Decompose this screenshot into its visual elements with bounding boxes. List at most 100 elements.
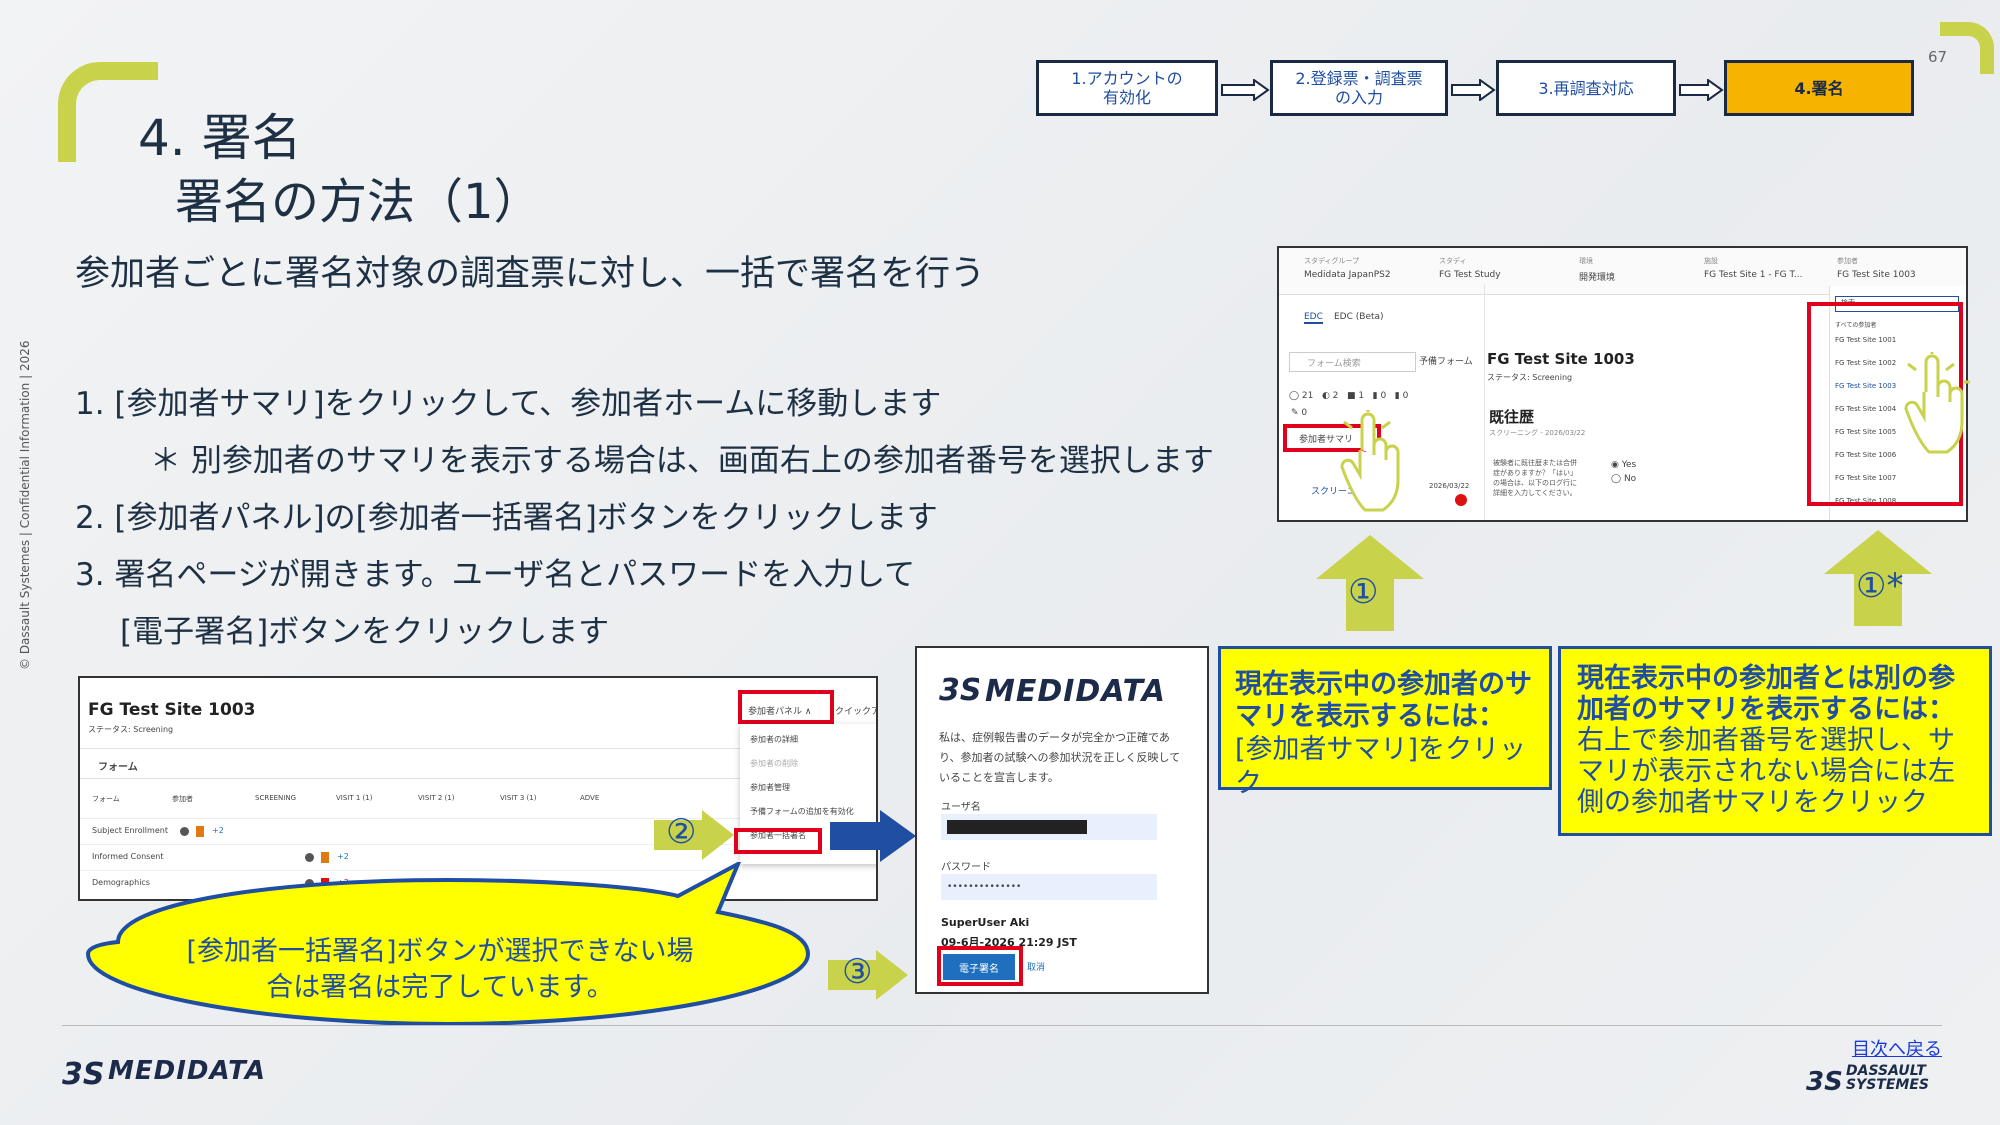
- process-step-3: 3.再調査対応: [1496, 60, 1676, 116]
- cancel-link[interactable]: 取消: [1027, 963, 1046, 973]
- menu-item[interactable]: 参加者一括署名: [750, 831, 806, 840]
- quick-action-button[interactable]: クイックア: [835, 707, 878, 717]
- dropdown-subject-item[interactable]: FG Test Site 1008: [1835, 497, 1897, 505]
- password-field[interactable]: ••••••••••••••: [941, 874, 1157, 900]
- radio-no[interactable]: ◯ No: [1611, 474, 1637, 484]
- menu-item[interactable]: 予備フォームの追加を有効化: [750, 807, 854, 816]
- footer-medidata-logo: MEDIDATA: [108, 1056, 266, 1086]
- form-status-icon: [321, 852, 329, 863]
- esignature-screenshot: 3S MEDIDATA 私は、症例報告書のデータが完全かつ正確であり、参加者の試…: [915, 646, 1209, 994]
- signer-name: SuperUser Aki: [941, 916, 1030, 929]
- form-status-icon: [196, 826, 204, 837]
- step-3-cont: [電子署名]ボタンをクリックします: [120, 614, 610, 650]
- filter-study[interactable]: FG Test Study: [1439, 270, 1501, 280]
- note-text: 現在表示中の参加者のサマリを表示するには：: [1235, 669, 1532, 732]
- up-arrow-icon: [1824, 530, 1932, 626]
- back-to-contents-link[interactable]: 目次へ戻る: [1852, 1039, 1942, 1060]
- callout-number-1-star: ①*: [1856, 566, 1904, 606]
- divider: [80, 748, 876, 749]
- menu-item[interactable]: 参加者の詳細: [750, 735, 798, 744]
- form-row-name[interactable]: Informed Consent: [92, 852, 164, 861]
- process-arrow-icon: [1221, 79, 1270, 101]
- password-value: ••••••••••••••: [947, 882, 1022, 892]
- process-arrow-icon: [1451, 79, 1496, 101]
- next-arrow-icon: [830, 810, 916, 862]
- filter-study-group[interactable]: Medidata JapanPS2: [1304, 270, 1391, 280]
- note-text: 右上で参加者番号を選択し、サマリが表示されない場合には左側の参加者サマリをクリッ…: [1577, 725, 1955, 818]
- unscheduled-forms-button[interactable]: 予備フォーム: [1419, 357, 1473, 367]
- svg-text:3S: 3S: [939, 673, 979, 708]
- callout-number-3: ③: [842, 952, 873, 992]
- dropdown-subject-item[interactable]: FG Test Site 1007: [1835, 474, 1897, 482]
- sign-date: 09-6月-2026 21:29 JST: [941, 936, 1077, 949]
- dassault-logo-line2: SYSTEMES: [1846, 1077, 1929, 1093]
- column-header: VISIT 2 (1): [418, 794, 455, 802]
- dropdown-subject-item[interactable]: FG Test Site 1002: [1835, 359, 1897, 367]
- visit-link[interactable]: スクリーニング: [1311, 487, 1375, 497]
- 3ds-logo-icon: 3S: [62, 1057, 104, 1092]
- process-step-4-active: 4.署名: [1724, 60, 1914, 116]
- radio-yes[interactable]: ◉ Yes: [1611, 460, 1637, 470]
- dropdown-subject-item[interactable]: FG Test Site 1006: [1835, 451, 1897, 459]
- rave-form-screenshot: FG Test Site 1003 ステータス: Screening 参加者パネ…: [78, 676, 878, 901]
- svg-text:3S: 3S: [62, 1057, 104, 1092]
- tab-edc-beta[interactable]: EDC (Beta): [1334, 312, 1384, 322]
- username-field[interactable]: [941, 814, 1157, 840]
- form-count[interactable]: +2: [337, 852, 349, 861]
- pointer-hand-icon: [1340, 410, 1400, 512]
- subject-title: FG Test Site 1003: [88, 700, 256, 720]
- pointer-hand-icon: [1904, 352, 1970, 454]
- page-title: 4. 署名: [138, 109, 302, 167]
- highlight-box: [738, 690, 834, 724]
- tab-edc[interactable]: EDC: [1304, 312, 1323, 324]
- filter-subject[interactable]: FG Test Site 1003: [1837, 270, 1916, 280]
- column-header: VISIT 3 (1): [500, 794, 537, 802]
- menu-item[interactable]: 参加者の削除: [750, 759, 798, 768]
- page-number: 67: [1928, 48, 1948, 66]
- menu-item[interactable]: 参加者管理: [750, 783, 790, 792]
- form-count[interactable]: +2: [212, 826, 224, 835]
- dassault-logo-line1: DASSAULT: [1846, 1063, 1926, 1079]
- filter-label: スタディ: [1439, 257, 1467, 265]
- filter-site[interactable]: FG Test Site 1 - FG T...: [1704, 270, 1803, 280]
- visit-date: 2026/03/22: [1429, 482, 1470, 490]
- step-1: 1. [参加者サマリ]をクリックして、参加者ホームに移動します: [75, 386, 942, 422]
- right-arrow-icon: [828, 950, 908, 1000]
- form-search-input[interactable]: [1289, 352, 1416, 372]
- column-header: SCREENING: [255, 794, 297, 802]
- dropdown-subject-item[interactable]: FG Test Site 1004: [1835, 405, 1897, 413]
- form-row-name[interactable]: Demographics: [92, 878, 150, 887]
- highlight-box: [734, 828, 822, 854]
- dassault-logo-text: DASSAULT SYSTEMES: [1846, 1064, 1929, 1092]
- copyright: © Dassault Systemes | Confidential Infor…: [18, 340, 32, 670]
- filter-label: 施設: [1704, 257, 1718, 265]
- form-title: 既往歴: [1489, 408, 1535, 426]
- subject-panel-button[interactable]: 参加者パネル ∧: [748, 707, 812, 717]
- subject-status: ステータス: Screening: [88, 725, 174, 734]
- svg-text:3S: 3S: [1806, 1067, 1843, 1096]
- column-header: フォーム: [92, 795, 120, 803]
- dropdown-subject-item[interactable]: FG Test Site 1001: [1835, 336, 1897, 344]
- redacted-username: [947, 820, 1087, 834]
- rave-subject-screenshot: スタディグループ Medidata JapanPS2 スタディ FG Test …: [1277, 246, 1968, 522]
- column-header: VISIT 1 (1): [336, 794, 373, 802]
- query-badge: [1455, 494, 1467, 506]
- dropdown-all-subjects[interactable]: すべての参加者: [1835, 322, 1877, 329]
- dropdown-subject-item[interactable]: FG Test Site 1005: [1835, 428, 1897, 436]
- row-divider: [80, 844, 740, 845]
- form-row-name[interactable]: Subject Enrollment: [92, 826, 168, 835]
- step-1-note: ＊ 別参加者のサマリを表示する場合は、画面右上の参加者番号を選択します: [150, 443, 1214, 479]
- callout-number-2: ②: [666, 812, 697, 852]
- filter-environment[interactable]: 開発環境: [1579, 273, 1616, 283]
- esign-button[interactable]: 電子署名: [943, 954, 1015, 980]
- password-label: パスワード: [941, 862, 991, 873]
- corner-decoration-right: [1940, 22, 1994, 74]
- step-3: 3. 署名ページが開きます。ユーザ名とパスワードを入力して: [75, 557, 916, 593]
- pencil-icon: ✎ 0: [1291, 408, 1308, 418]
- dropdown-subject-item[interactable]: FG Test Site 1003: [1835, 382, 1897, 390]
- process-step-2: 2.登録票・調査票 の入力: [1270, 60, 1448, 116]
- speech-bubble-shape: [85, 862, 811, 1027]
- question-text: 被験者に既往歴または合併症がありますか？「はい」の場合は、以下のログ行に詳細を入…: [1493, 459, 1577, 497]
- subject-summary-button[interactable]: 参加者サマリ: [1299, 435, 1354, 445]
- column-header: ADVE: [580, 794, 600, 802]
